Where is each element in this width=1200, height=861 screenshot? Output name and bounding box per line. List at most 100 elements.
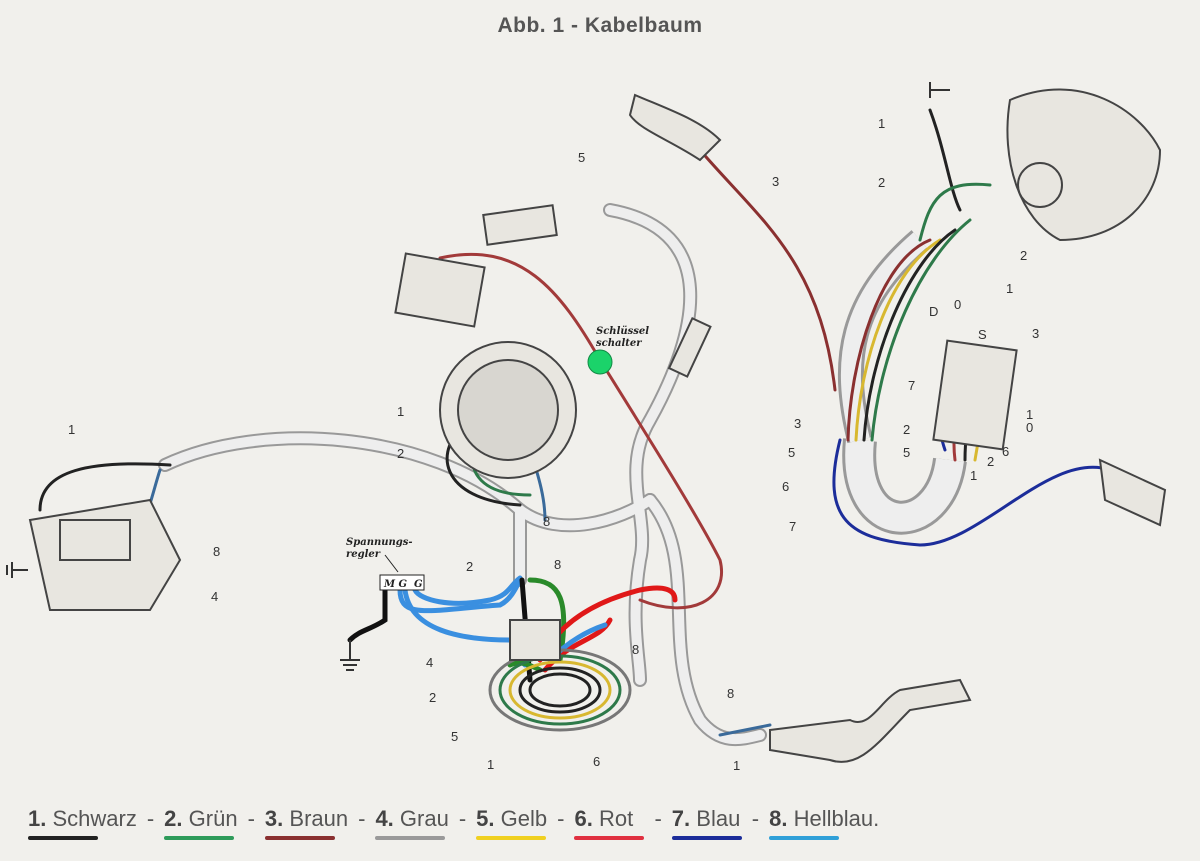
legend-separator: - <box>654 806 662 831</box>
callout: 2 <box>429 690 436 705</box>
legend-color-name: Hellblau. <box>793 806 880 831</box>
legend-separator: - <box>458 806 467 831</box>
brake-light-switch-icon <box>1098 458 1167 527</box>
callout: 1 <box>487 757 494 772</box>
callout: D <box>929 304 938 319</box>
callout: 8 <box>727 686 734 701</box>
regulator-terminals: M G G <box>383 579 423 590</box>
callout: 5 <box>788 445 795 460</box>
callout: 8 <box>554 557 561 572</box>
callout: 2 <box>1020 248 1027 263</box>
legend-separator: - <box>557 806 565 831</box>
callout: 5 <box>451 729 458 744</box>
legend-color-name: Rot <box>598 806 634 831</box>
regulator-label-2: regler <box>346 549 381 560</box>
ignition-coil-icon <box>394 252 486 328</box>
legend-item: 1. Schwarz <box>28 806 137 840</box>
callout: 2 <box>878 175 885 190</box>
legend-color-name: Grün <box>188 806 238 831</box>
callout: 1 <box>733 758 740 773</box>
regulator-label-1: Spannungs- <box>346 537 413 548</box>
legend-separator: - <box>751 806 760 831</box>
callout: 1 <box>68 422 75 437</box>
coil-loops <box>488 648 632 732</box>
fuse-box-icon <box>482 204 558 246</box>
legend-color-name: Braun <box>289 806 349 831</box>
legend-swatch <box>28 836 98 840</box>
legend-number: 7. <box>671 806 691 831</box>
key-switch-label-2: schalter <box>596 338 642 349</box>
callout: 4 <box>211 589 218 604</box>
ground-symbol-icon <box>6 82 950 671</box>
key-switch-marker <box>587 349 613 375</box>
legend-number: 3. <box>264 806 284 831</box>
legend-color-name: Schwarz <box>52 806 137 831</box>
callout: 2 <box>903 422 910 437</box>
legend-separator: - <box>146 806 155 831</box>
legend-item: 3. Braun <box>264 806 349 840</box>
callout: 0 <box>1026 420 1033 435</box>
legend-separator: - <box>247 806 255 831</box>
voltage-regulator <box>379 574 425 591</box>
legend-color-name: Blau <box>696 806 741 831</box>
key-switch-label-1: Schlüssel <box>596 326 649 337</box>
callout: S <box>978 327 987 342</box>
callout: 1 <box>1026 407 1033 422</box>
legend-item: 8. Hellblau. <box>769 806 879 840</box>
diagram-title: Abb. 1 - Kabelbaum <box>497 14 703 37</box>
tail-light-icon <box>28 498 182 611</box>
callout: 1 <box>970 468 977 483</box>
callout: 3 <box>772 174 779 189</box>
legend-separator: - <box>358 806 366 831</box>
legend-number: 1. <box>28 806 47 831</box>
legend-swatch <box>476 836 547 840</box>
callout: 3 <box>1032 326 1039 341</box>
callout: 1 <box>878 116 885 131</box>
callout: 7 <box>908 378 915 393</box>
legend-number: 6. <box>574 806 593 831</box>
callout: 6 <box>1002 444 1009 459</box>
callout: 0 <box>954 297 961 312</box>
legend-swatch <box>574 836 645 840</box>
legend-item: 2. Grün <box>164 806 238 840</box>
callout: 2 <box>397 446 404 461</box>
callout: 1 <box>1006 281 1013 296</box>
connector-box-icon <box>509 619 561 661</box>
light-switch-icon <box>932 339 1018 451</box>
callout: 7 <box>789 519 796 534</box>
legend-item: 6. Rot <box>574 806 645 840</box>
callout: 4 <box>426 655 433 670</box>
legend-item: 5. Gelb <box>476 806 547 840</box>
legend-number: 5. <box>476 806 495 831</box>
callout: 3 <box>794 416 801 431</box>
callout: 2 <box>466 559 473 574</box>
callout: 5 <box>578 150 585 165</box>
legend-number: 2. <box>164 806 183 831</box>
magneto-stator-icon <box>439 341 577 479</box>
horn-icon <box>628 93 722 162</box>
legend-item: 4. Grau <box>375 806 449 840</box>
spark-plug-icon <box>667 316 712 378</box>
legend-swatch <box>375 836 446 840</box>
callout: 2 <box>987 454 994 469</box>
callout: 5 <box>903 445 910 460</box>
legend-swatch <box>769 836 840 840</box>
legend-number: 4. <box>375 806 394 831</box>
callout: 8 <box>213 544 220 559</box>
callout: 8 <box>632 642 639 657</box>
legend-swatch <box>164 836 235 840</box>
legend-number: 8. <box>769 806 788 831</box>
brake-pedal-icon <box>769 678 972 763</box>
legend-swatch <box>671 836 742 840</box>
color-legend: 1. Schwarz-2. Grün-3. Braun-4. Grau-5. G… <box>28 806 879 840</box>
callout: 6 <box>782 479 789 494</box>
legend-color-name: Gelb <box>500 806 548 831</box>
callout: 1 <box>397 404 404 419</box>
headlight-icon <box>1006 88 1162 242</box>
legend-color-name: Grau <box>399 806 449 831</box>
legend-item: 7. Blau <box>671 806 742 840</box>
legend-swatch <box>264 836 335 840</box>
callout: 8 <box>543 514 550 529</box>
callout: 6 <box>593 754 600 769</box>
